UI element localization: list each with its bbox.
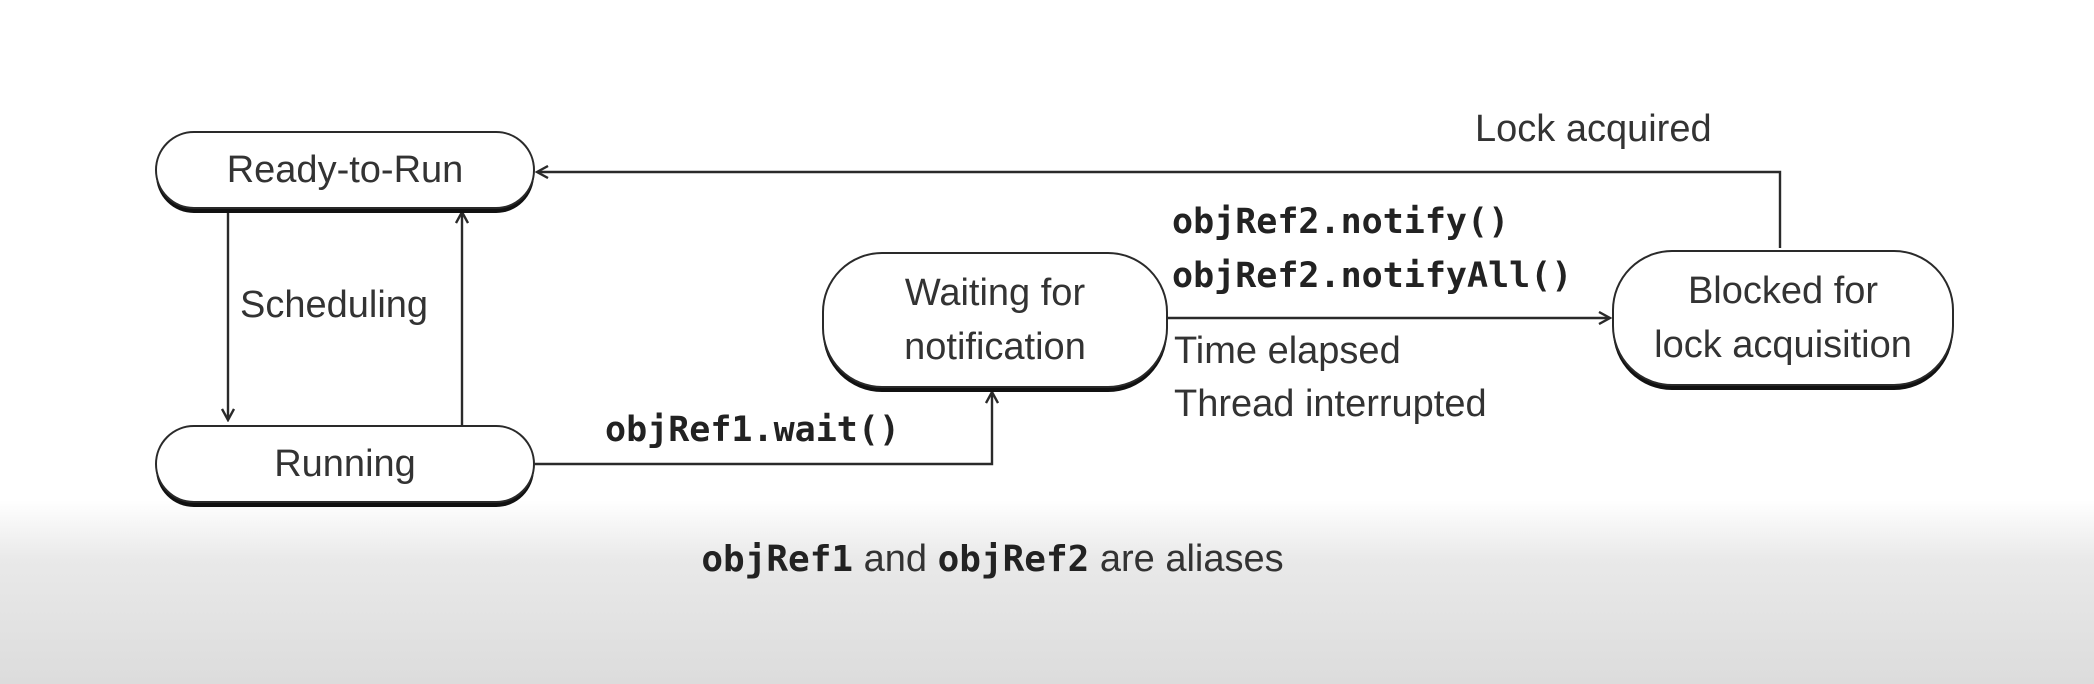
- caption-ref2: objRef2: [937, 539, 1090, 580]
- diagram-caption: objRef1 and objRef2 are aliases: [0, 538, 1985, 581]
- arrow-blocked-to-ready: [537, 172, 1782, 248]
- state-running: Running: [155, 425, 535, 503]
- label-lock-acquired: Lock acquired: [1475, 108, 1712, 150]
- label-scheduling: Scheduling: [240, 284, 429, 326]
- arrow-running-to-waiting: [535, 392, 992, 466]
- state-blocked-for-lock-acquisition: Blocked for lock acquisition: [1612, 250, 1954, 386]
- label-notify: objRef2.notify(): [1172, 202, 1510, 242]
- caption-ref1: objRef1: [701, 539, 854, 580]
- label-wait-call: objRef1.wait(): [605, 410, 901, 450]
- label-thread-interrupted: Thread interrupted: [1174, 383, 1487, 425]
- state-ready-to-run: Ready-to-Run: [155, 131, 535, 209]
- state-blocked-label: Blocked for lock acquisition: [1654, 270, 1912, 366]
- caption-and: and: [863, 538, 928, 580]
- state-ready-to-run-label: Ready-to-Run: [226, 149, 464, 191]
- caption-rest: are aliases: [1099, 538, 1284, 580]
- state-waiting-label: Waiting for notification: [904, 272, 1086, 368]
- state-running-label: Running: [274, 443, 416, 485]
- label-time-elapsed: Time elapsed: [1174, 330, 1401, 372]
- label-notify-all: objRef2.notifyAll(): [1172, 256, 1573, 296]
- state-waiting-for-notification: Waiting for notification: [822, 252, 1168, 388]
